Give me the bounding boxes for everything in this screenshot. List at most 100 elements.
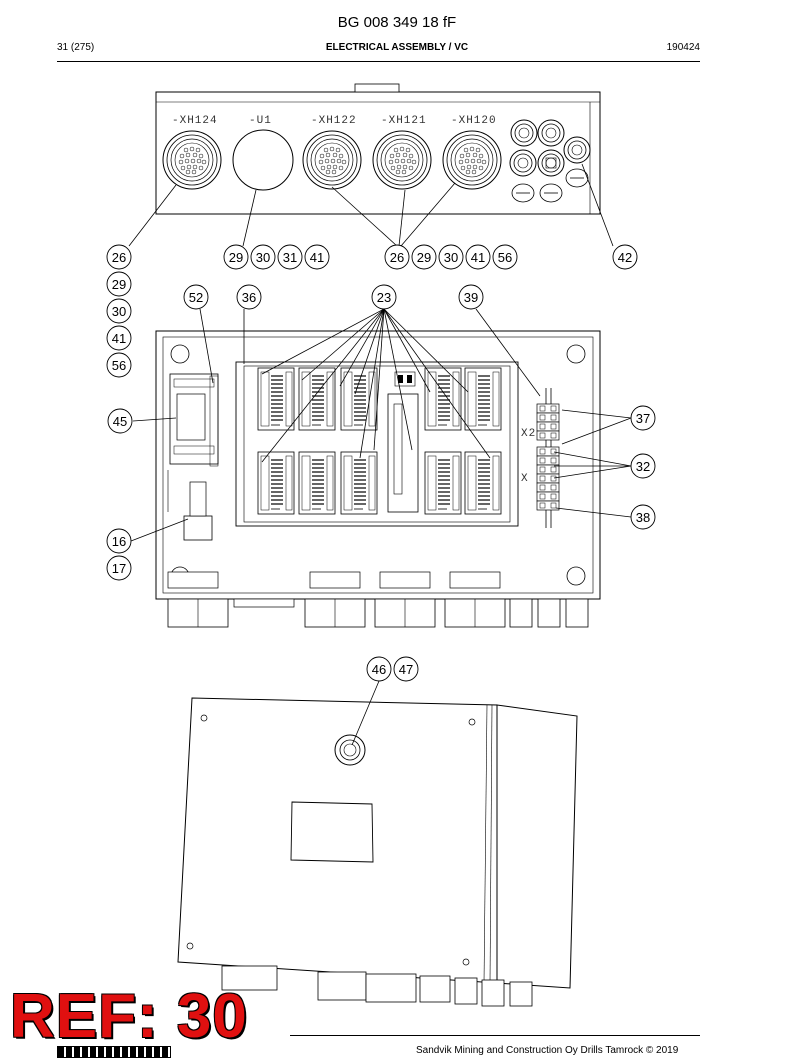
svg-text:26: 26	[390, 250, 404, 265]
terminal-block-icon	[536, 482, 560, 493]
svg-text:41: 41	[112, 331, 126, 346]
label-xh122: -XH122	[311, 115, 357, 127]
label-x: X	[521, 473, 529, 485]
callout-39: 39	[458, 284, 484, 310]
label-xh124: -XH124	[172, 115, 218, 127]
section-title: ELECTRICAL ASSEMBLY / VC	[325, 42, 469, 53]
svg-text:36: 36	[242, 290, 256, 305]
io-card-icon	[257, 451, 295, 515]
label-xh121: -XH121	[381, 115, 427, 127]
connector-xh124-icon	[162, 130, 222, 190]
callout-52: 52	[183, 284, 209, 310]
callout-30: 30	[438, 244, 464, 270]
io-card-icon	[298, 451, 336, 515]
io-card-icon	[424, 367, 462, 431]
reference-stamp: REF: 30	[10, 982, 248, 1051]
callout-31: 31	[277, 244, 303, 270]
callout-17: 17	[106, 555, 132, 581]
callout-56: 56	[492, 244, 518, 270]
svg-text:42: 42	[618, 250, 632, 265]
svg-text:26: 26	[112, 250, 126, 265]
callout-41: 41	[304, 244, 330, 270]
header-rule	[57, 61, 700, 62]
cable-gland-icon	[537, 119, 565, 147]
callout-42: 42	[612, 244, 638, 270]
io-card-icon	[340, 367, 378, 431]
terminal-block-icon	[536, 421, 560, 432]
blanking-plug-icon	[539, 183, 563, 203]
io-card-icon	[257, 367, 295, 431]
callout-26: 26	[384, 244, 410, 270]
callout-16: 16	[106, 528, 132, 554]
terminal-block-icon	[536, 473, 560, 484]
label-u1: -U1	[249, 115, 272, 127]
plug-u1-icon	[232, 129, 294, 191]
svg-text:52: 52	[189, 290, 203, 305]
io-card-icon	[464, 451, 502, 515]
callout-41: 41	[465, 244, 491, 270]
connector-panel-view: -XH124 -U1 -XH122 -XH121 -XH120	[155, 83, 601, 215]
callout-29: 29	[223, 244, 249, 270]
callout-36: 36	[236, 284, 262, 310]
svg-text:41: 41	[471, 250, 485, 265]
svg-text:29: 29	[229, 250, 243, 265]
terminal-block-icon	[536, 500, 560, 511]
terminal-block-icon	[536, 430, 560, 441]
connector-xh120-icon	[442, 130, 502, 190]
date-code: 190424	[666, 42, 700, 53]
callout-29: 29	[411, 244, 437, 270]
label-x2: X2	[521, 428, 536, 440]
svg-text:47: 47	[399, 662, 413, 677]
terminal-block-icon	[536, 491, 560, 502]
svg-text:30: 30	[256, 250, 270, 265]
page-number: 31 (275)	[57, 42, 95, 53]
cable-gland-icon	[537, 149, 565, 177]
svg-text:41: 41	[310, 250, 324, 265]
svg-text:46: 46	[372, 662, 386, 677]
callout-32: 32	[630, 453, 656, 479]
svg-text:32: 32	[636, 459, 650, 474]
label-xh120: -XH120	[451, 115, 497, 127]
svg-text:56: 56	[112, 358, 126, 373]
callout-41: 41	[106, 325, 132, 351]
callout-47: 47	[393, 656, 419, 682]
svg-text:37: 37	[636, 411, 650, 426]
footer-rule	[290, 1035, 700, 1036]
terminal-block-icon	[536, 446, 560, 457]
footer-copyright: Sandvik Mining and Construction Oy Drill…	[416, 1045, 679, 1056]
svg-text:29: 29	[112, 277, 126, 292]
io-card-icon	[340, 451, 378, 515]
io-card-icon	[464, 367, 502, 431]
blanking-plug-icon	[511, 183, 535, 203]
document-id: BG 008 349 18 fF	[337, 14, 457, 31]
svg-text:16: 16	[112, 534, 126, 549]
svg-text:29: 29	[417, 250, 431, 265]
leader-lines	[128, 163, 632, 746]
svg-text:31: 31	[283, 250, 297, 265]
callout-23: 23	[371, 284, 397, 310]
callout-bubbles: 26 29 30 41 56 29 30 31 41 26 29 30 41 5…	[106, 244, 656, 682]
cable-gland-icon	[563, 136, 591, 164]
callout-56: 56	[106, 352, 132, 378]
svg-text:39: 39	[464, 290, 478, 305]
callout-45: 45	[107, 408, 133, 434]
connector-xh122-icon	[302, 130, 362, 190]
svg-text:23: 23	[377, 290, 391, 305]
svg-text:30: 30	[444, 250, 458, 265]
callout-46: 46	[366, 656, 392, 682]
io-card-icon	[424, 451, 462, 515]
terminal-block-icon	[536, 412, 560, 423]
cable-gland-icon	[510, 119, 538, 147]
terminal-block-icon	[536, 455, 560, 466]
callout-30: 30	[250, 244, 276, 270]
terminal-block-icon	[536, 403, 560, 414]
callout-26: 26	[106, 244, 132, 270]
callout-30: 30	[106, 298, 132, 324]
cabinet-interior-view: X2 X	[155, 330, 601, 628]
connector-xh121-icon	[372, 130, 432, 190]
svg-text:17: 17	[112, 561, 126, 576]
callout-29: 29	[106, 271, 132, 297]
callout-38: 38	[630, 504, 656, 530]
callout-37: 37	[630, 405, 656, 431]
